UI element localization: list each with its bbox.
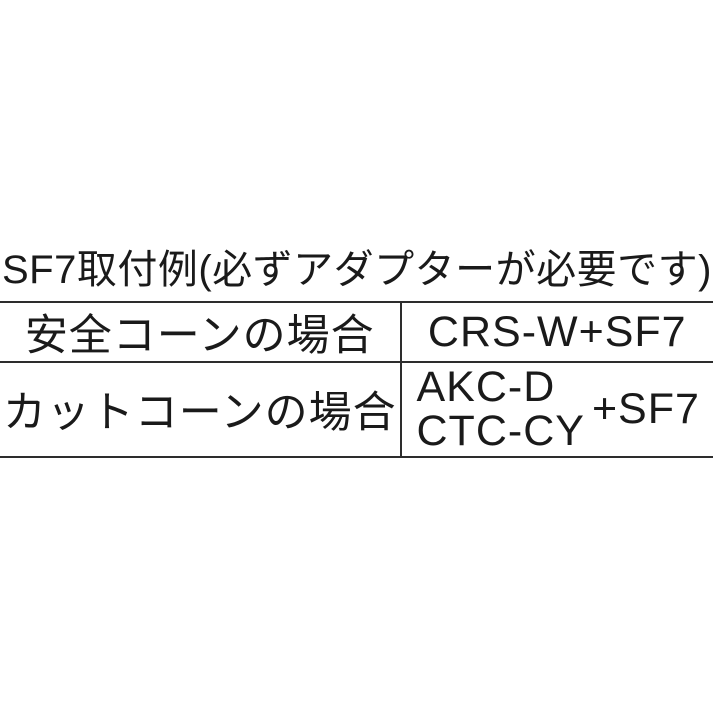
- row-value-safety-cone: CRS-W+SF7: [427, 307, 687, 356]
- spec-table: 安全コーンの場合 CRS-W+SF7 カットコーンの場合 AKC-D CTC-C…: [0, 301, 713, 458]
- table-row: 安全コーンの場合 CRS-W+SF7: [0, 303, 713, 363]
- row-value-cut-cone: AKC-D CTC-CY +SF7: [402, 363, 713, 456]
- model-code-suffix: +SF7: [591, 385, 700, 434]
- model-code-ctc-cy: CTC-CY: [416, 407, 585, 456]
- page-title: SF7取付例(必ずアダプターが必要です): [2, 248, 712, 292]
- model-code-stack: AKC-D CTC-CY: [417, 365, 585, 453]
- table-row: カットコーンの場合 AKC-D CTC-CY +SF7: [0, 363, 713, 458]
- row-label-safety-cone: 安全コーンの場合: [0, 303, 402, 361]
- model-code-akc-d: AKC-D: [416, 363, 556, 412]
- row-label-cut-cone: カットコーンの場合: [0, 363, 402, 456]
